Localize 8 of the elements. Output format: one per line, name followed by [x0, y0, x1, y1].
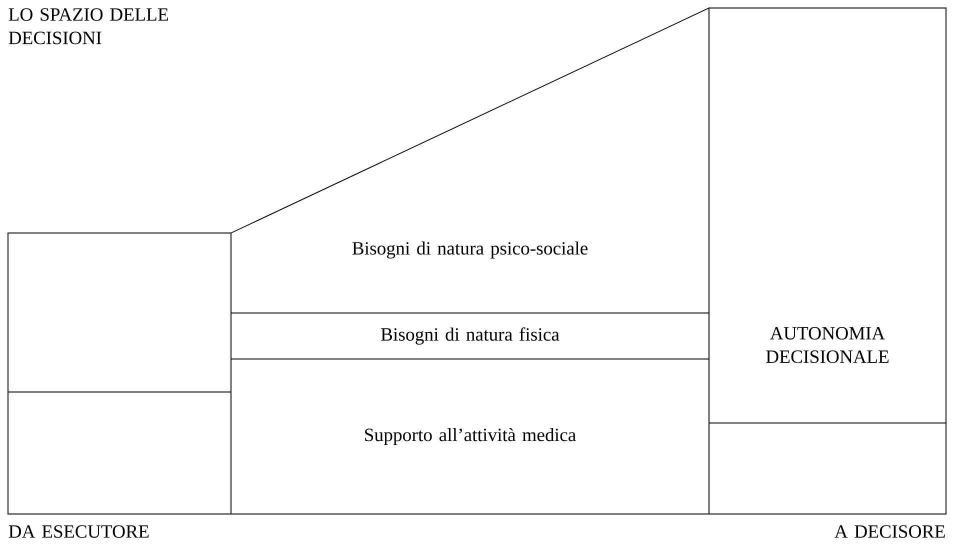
empty-box	[8, 392, 232, 514]
empty-box	[8, 232, 232, 392]
band-box: Bisogni di natura fisica	[230, 312, 710, 360]
empty-box	[708, 422, 946, 514]
column-box: AUTONOMIA DECISIONALE	[708, 8, 946, 424]
trapezoid-region: Bisogni di natura psico-sociale	[230, 7, 710, 314]
band-box: Supporto all’attività medica	[230, 358, 710, 514]
axis-label: LO SPAZIO DELLE DECISIONI	[8, 8, 168, 44]
